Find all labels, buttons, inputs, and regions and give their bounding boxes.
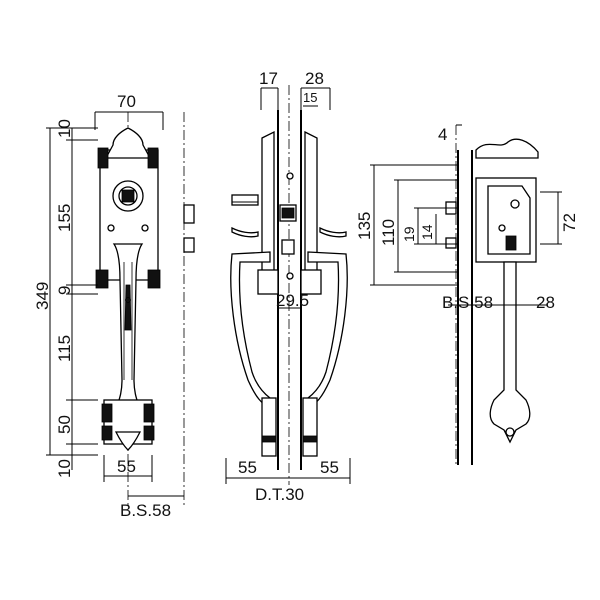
front-view: 70 10 155 349 9 115 50 10 55 B.S.58: [33, 92, 195, 520]
front-bottom-escutcheon: [101, 399, 155, 451]
dim-front-10-bottom: 10: [55, 459, 74, 478]
dim-front-55: 55: [117, 457, 136, 476]
dim-side-28: 28: [305, 69, 324, 88]
dim-side-15: 15: [303, 90, 317, 105]
dim-front-50: 50: [55, 415, 74, 434]
dim-side-left-55: 55: [238, 458, 257, 477]
side-view: 17 28 15 29.5 55 55 D.T.30: [225, 69, 351, 504]
dim-lock-72: 72: [560, 213, 579, 232]
dim-front-155: 155: [55, 204, 74, 232]
dim-side-17: 17: [259, 69, 278, 88]
dim-front-10-top: 10: [55, 119, 74, 138]
dim-side-right-55: 55: [320, 458, 339, 477]
front-top-escutcheon: [95, 127, 161, 289]
dim-lock-19: 19: [401, 226, 417, 242]
dim-front-9: 9: [55, 286, 74, 295]
dim-side-door-thickness: D.T.30: [255, 485, 304, 504]
dim-lock-backset: B.S.58: [442, 293, 493, 312]
dim-front-349: 349: [33, 282, 52, 310]
dim-lock-14: 14: [419, 224, 435, 240]
dim-front-115: 115: [55, 335, 74, 362]
lock-view: 4 135 110 19 14 72 B.S.58 28: [355, 124, 579, 465]
dim-front-70: 70: [117, 92, 136, 111]
dim-lock-135: 135: [355, 212, 374, 240]
dim-lock-28: 28: [536, 293, 555, 312]
dim-side-29-5: 29.5: [276, 291, 309, 310]
dim-lock-4: 4: [438, 125, 447, 144]
dim-lock-110: 110: [379, 219, 398, 246]
dim-front-backset: B.S.58: [120, 501, 171, 520]
